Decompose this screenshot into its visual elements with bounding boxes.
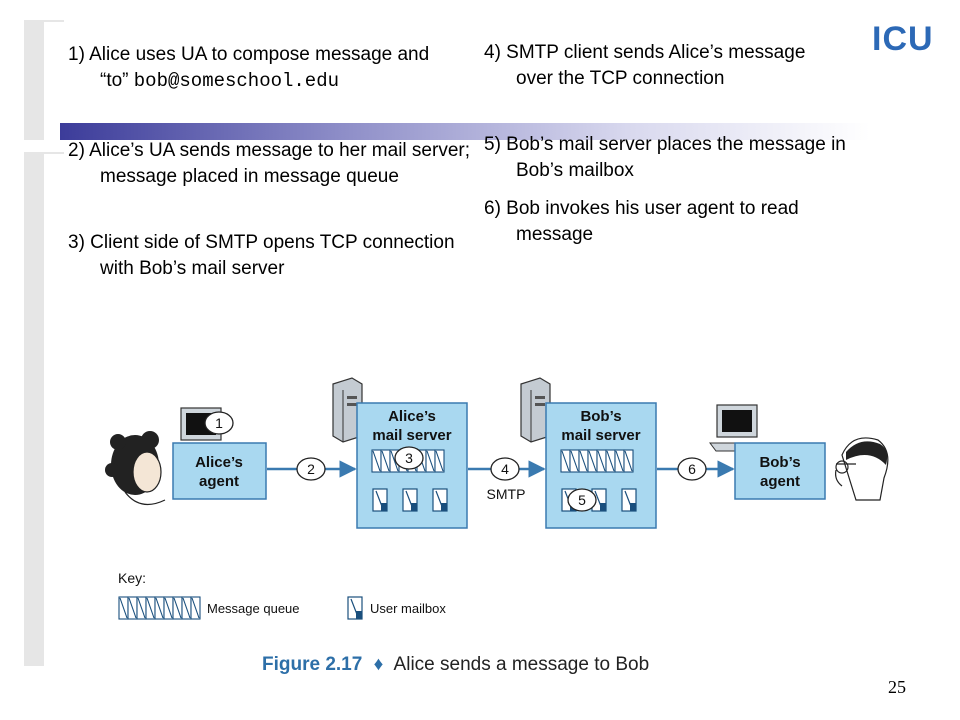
alice-message-queue [371, 449, 445, 473]
step-1-address: bob@someschool.edu [133, 70, 340, 92]
marker-4: 4 [490, 457, 520, 481]
smtp-label: SMTP [487, 486, 526, 502]
page-number: 25 [888, 677, 906, 697]
left-bracket-top [24, 20, 64, 140]
alice-server-icon [332, 377, 363, 443]
bob-server-label-1: Bob’s [580, 408, 621, 425]
alice-computer-icon [173, 407, 229, 455]
marker-5: 5 [567, 488, 597, 512]
alice-server-label-1: Alice’s [388, 408, 436, 425]
bob-agent-label-1: Bob’s [759, 454, 800, 471]
key-queue-label: Message queue [207, 601, 300, 616]
step-2: 2) Alice’s UA sends message to her mail … [68, 140, 470, 187]
step-1-text: 1) Alice uses UA to compose message and … [68, 44, 430, 91]
bob-mail-server-box [545, 402, 657, 529]
key-mailbox-label: User mailbox [370, 601, 446, 616]
marker-1: 1 [204, 411, 234, 435]
bob-person-icon [835, 437, 889, 501]
marker-3: 3 [394, 446, 424, 470]
alice-person-icon [105, 431, 166, 506]
marker-1-label: 1 [215, 415, 223, 431]
caption-text: Alice sends a message to Bob [394, 654, 650, 675]
bob-agent-box [734, 442, 826, 500]
bob-agent-label-2: agent [760, 473, 800, 490]
marker-2-label: 2 [307, 461, 315, 477]
alice-agent-label-1: Alice’s [195, 454, 243, 471]
step-5: 5) Bob’s mail server places the message … [484, 134, 846, 181]
step-1: 1) Alice uses UA to compose message and … [68, 42, 460, 94]
alice-agent-label-2: agent [199, 473, 239, 490]
key-queue-icon [118, 596, 201, 620]
bob-server-label-2: mail server [561, 427, 640, 444]
alice-mail-server-box [356, 402, 468, 529]
key-title: Key: [118, 570, 146, 586]
bob-user-mailboxes [561, 488, 637, 512]
marker-3-label: 3 [405, 450, 413, 466]
step-6: 6) Bob invokes his user agent to read me… [484, 198, 799, 245]
figure-caption: Figure 2.17 ♦ Alice sends a message to B… [262, 654, 649, 675]
marker-4-label: 4 [501, 461, 509, 477]
marker-6: 6 [677, 457, 707, 481]
alice-agent-box [172, 442, 267, 500]
caption-number: Figure 2.17 [262, 654, 362, 675]
bob-computer-icon [709, 404, 765, 452]
key-mailbox-icon [347, 596, 363, 620]
bob-server-icon [520, 377, 551, 443]
step-3: 3) Client side of SMTP opens TCP connect… [68, 232, 455, 279]
icu-logo: ICU [872, 20, 934, 58]
marker-5-label: 5 [578, 492, 586, 508]
alice-server-label-2: mail server [372, 427, 451, 444]
alice-user-mailboxes [372, 488, 448, 512]
title-rule [60, 123, 870, 140]
left-bracket-bottom [24, 152, 64, 666]
marker-6-label: 6 [688, 461, 696, 477]
bob-message-queue [560, 449, 634, 473]
step-4: 4) SMTP client sends Alice’s message ove… [484, 42, 806, 89]
caption-separator: ♦ [374, 654, 384, 675]
marker-2: 2 [296, 457, 326, 481]
